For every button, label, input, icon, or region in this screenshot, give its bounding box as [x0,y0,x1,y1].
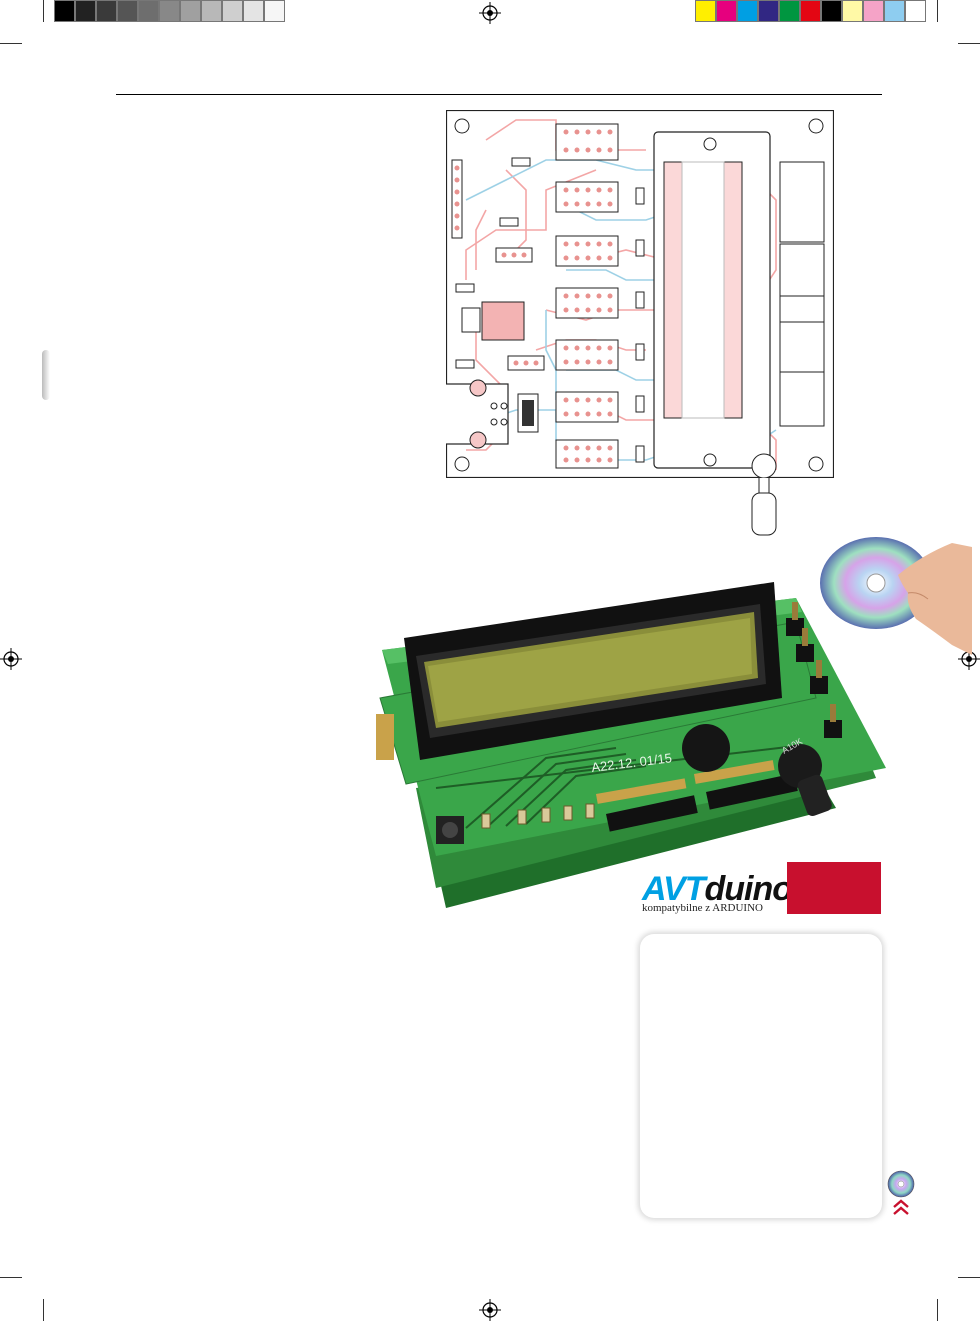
pcb-layout-diagram [446,110,834,478]
registration-mark-icon [479,2,501,24]
crop-mark [0,43,22,44]
gray-swatch [159,0,180,22]
registration-mark-icon [0,648,22,670]
gray-swatch [180,0,201,22]
crop-mark [937,0,938,22]
cd-icon [887,1170,915,1198]
avtduino-board-photo: A22.12. 01/15 A10K [376,582,886,908]
cd-in-hand-photo [820,537,972,655]
chevron-up-icon [893,1199,909,1215]
zif-lever-handle [751,477,777,536]
gray-swatch [54,0,75,22]
color-swatch [821,0,842,22]
crop-mark [958,43,980,44]
crop-mark [937,1299,938,1321]
brand-duino: duino [704,870,793,908]
crop-mark [43,1299,44,1321]
color-swatch [800,0,821,22]
gray-swatch [96,0,117,22]
sidebar-box [640,934,882,1218]
color-swatch [884,0,905,22]
margin-shadow [42,350,50,400]
gray-swatch [117,0,138,22]
color-swatch [758,0,779,22]
color-swatch [779,0,800,22]
color-swatch [863,0,884,22]
color-swatch [695,0,716,22]
logo-tagline: kompatybilne z ARDUINO [642,902,763,914]
avt-logo-text: AVTduino [642,870,793,909]
gray-swatch [138,0,159,22]
color-swatch [716,0,737,22]
color-swatch [737,0,758,22]
gray-swatch [75,0,96,22]
gray-swatch [201,0,222,22]
registration-mark-icon [479,1299,501,1321]
gray-swatch [222,0,243,22]
crop-mark [958,1277,980,1278]
color-swatch [842,0,863,22]
color-swatch [905,0,926,22]
accent-block [787,862,881,914]
gray-swatch [264,0,285,22]
gray-swatch [243,0,264,22]
header-rule [116,94,882,95]
brand-avt: AVT [642,870,705,908]
crop-mark [43,0,44,22]
crop-mark [0,1277,22,1278]
